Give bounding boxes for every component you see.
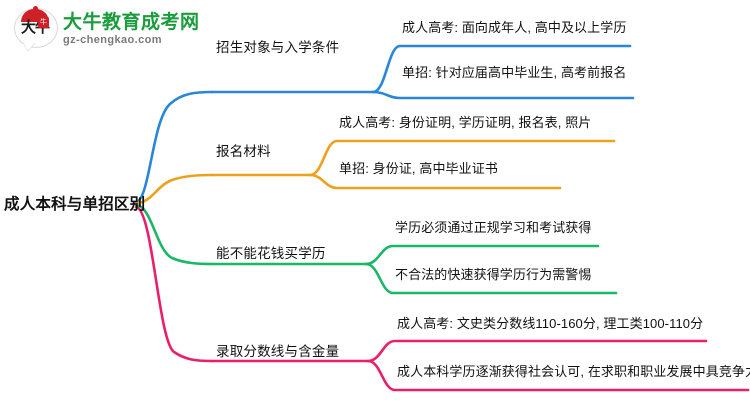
speech-bubble-tail-icon (23, 42, 35, 51)
mindmap-leaf-node-4-1[interactable]: 成人高考: 文史类分数线110-160分, 理工类100-110分 (397, 316, 704, 331)
connector-root-branch-2 (134, 173, 214, 205)
mindmap-leaf-node-1-1[interactable]: 成人高考: 面向成年人, 高中及以上学历 (402, 20, 627, 35)
logo-title: 大牛教育成考网 (63, 11, 200, 33)
connector-root-branch-1 (134, 90, 214, 204)
mindmap-leaf-node-3-1[interactable]: 学历必须通过正规学习和考试获得 (395, 220, 592, 235)
logo-mark-icon: 大牛 牛 (14, 6, 58, 51)
mindmap-branch-node-3[interactable]: 能不能花钱买学历 (216, 246, 326, 261)
connector-branch-4-child-1 (366, 339, 708, 363)
connector-branch-1-child-2 (371, 90, 635, 100)
mindmap-leaf-node-3-2[interactable]: 不合法的快速获得学历行为需警惕 (395, 267, 592, 282)
mindmap-branch-node-4[interactable]: 录取分数线与含金量 (216, 344, 340, 359)
connector-branch-3-child-2 (364, 262, 618, 295)
mindmap-leaf-node-1-2[interactable]: 单招: 针对应届高中毕业生, 高考前报名 (402, 65, 627, 80)
connector-branch-1-child-1 (371, 44, 632, 94)
connector-branch-4-child-2 (366, 359, 750, 392)
connector-branch-3-child-1 (364, 244, 600, 266)
connector-root-branch-3 (134, 203, 214, 266)
connector-branch-2-child-2 (308, 173, 562, 190)
mindmap-leaf-node-2-1[interactable]: 成人高考: 身份证明, 学历证明, 报名表, 照片 (339, 115, 592, 130)
logo-badge: 牛 (38, 17, 49, 28)
mindmap-leaf-node-2-2[interactable]: 单招: 身份证, 高中毕业证书 (339, 161, 498, 176)
red-cap-knob-icon (33, 6, 38, 11)
logo-text-block: 大牛教育成考网 gz-chengkao.com (63, 12, 200, 47)
connector-root-branch-4 (134, 205, 214, 363)
mindmap-leaf-node-4-2[interactable]: 成人本科学历逐渐获得社会认可, 在求职和职业发展中具竞争力 (397, 364, 750, 379)
logo-subtitle: gz-chengkao.com (63, 33, 162, 46)
mindmap-branch-node-1[interactable]: 招生对象与入学条件 (216, 40, 340, 55)
site-logo: 大牛 牛 大牛教育成考网 gz-chengkao.com (14, 6, 200, 51)
connector-branch-2-child-1 (308, 139, 616, 177)
mindmap-root-node[interactable]: 成人本科与单招区别 (4, 196, 146, 213)
mindmap-branch-node-2[interactable]: 报名材料 (216, 144, 271, 159)
